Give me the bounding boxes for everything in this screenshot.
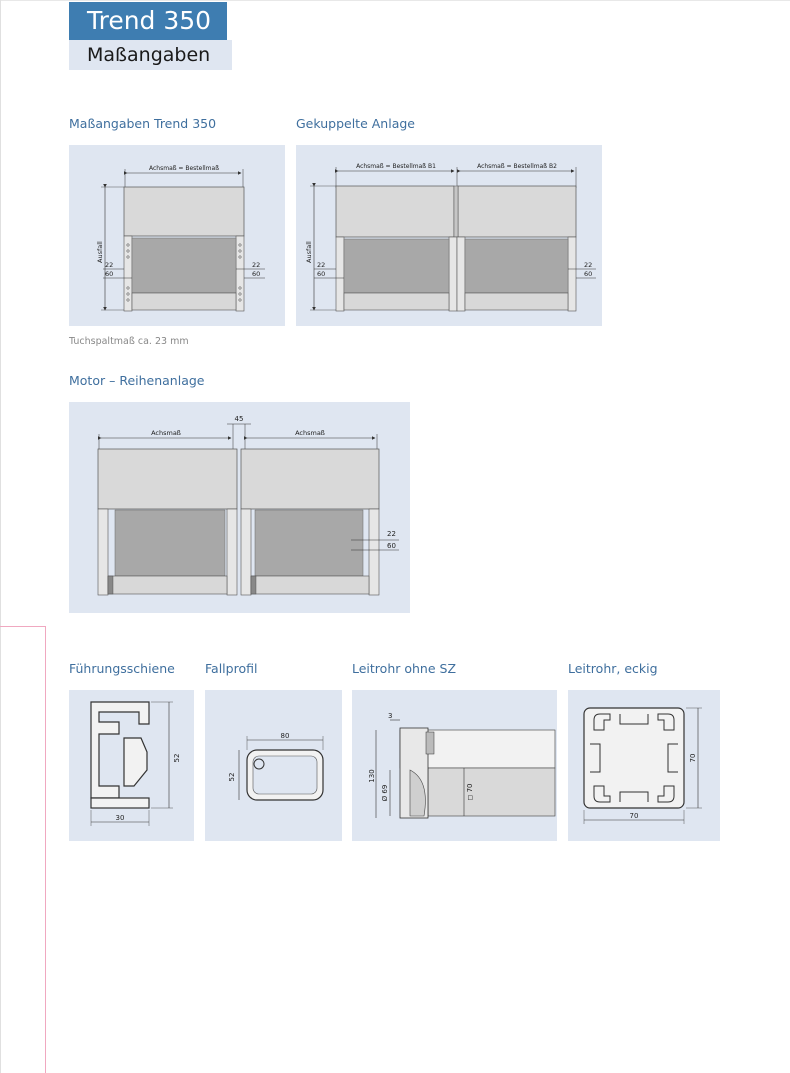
profile-eckig: 70 70 (568, 690, 720, 841)
left-border (0, 0, 1, 1073)
page-subtitle: Maßangaben (69, 40, 232, 70)
dim-achsmass-left: Achsmaß (151, 429, 181, 437)
heading-trend: Maßangaben Trend 350 (69, 116, 217, 131)
profile-leitrohr: 3 130 Ø 69 ◻ 70 (352, 690, 557, 841)
top-border (0, 0, 790, 1)
dim-ausfall-gek: Ausfall (305, 241, 313, 263)
dim-22-motor: 22 (387, 530, 396, 538)
diagram-trend: Achsmaß = Bestellmaß Ausfall 22 60 22 60 (69, 145, 285, 326)
dim-eckig-w: 70 (630, 812, 639, 820)
profile-fuehrung: 52 30 (69, 690, 194, 841)
dim-b2: Achsmaß = Bestellmaß B2 (477, 163, 557, 170)
dim-achsmass: Achsmaß = Bestellmaß (149, 165, 219, 172)
dim-60-right: 60 (252, 270, 260, 278)
diagram-motor: 45 Achsmaß Achsmaß 22 60 (69, 402, 410, 613)
dim-fall-h: 52 (228, 773, 236, 782)
dim-60-gek-left: 60 (317, 270, 325, 278)
dim-22-gek-right: 22 (584, 261, 592, 269)
dim-leitrohr-130: 130 (368, 769, 376, 782)
dim-60-gek-right: 60 (584, 270, 592, 278)
dim-leitrohr-69: Ø 69 (381, 785, 389, 802)
heading-fall: Fallprofil (205, 661, 258, 676)
page-title: Trend 350 (69, 2, 227, 40)
dim-60-left: 60 (105, 270, 113, 278)
dim-60-motor: 60 (387, 542, 396, 550)
dim-ausfall: Ausfall (96, 241, 104, 263)
dim-22-gek-left: 22 (317, 261, 325, 269)
margin-frame (0, 626, 46, 1073)
heading-gekuppelt: Gekuppelte Anlage (296, 116, 415, 131)
dim-achsmass-right: Achsmaß (295, 429, 325, 437)
heading-fuehrung: Führungsschiene (69, 661, 175, 676)
dim-22-right: 22 (252, 261, 260, 269)
dim-fuehrung-h: 52 (173, 754, 181, 763)
heading-motor: Motor – Reihenanlage (69, 373, 205, 388)
dim-22-left: 22 (105, 261, 113, 269)
dim-b1: Achsmaß = Bestellmaß B1 (356, 163, 436, 170)
dim-eckig-h: 70 (689, 754, 697, 763)
heading-leitrohr: Leitrohr ohne SZ (352, 661, 457, 676)
dim-45: 45 (235, 415, 244, 423)
dim-fuehrung-w: 30 (116, 814, 125, 822)
dim-leitrohr-3: 3 (388, 712, 392, 720)
dim-fall-w: 80 (281, 732, 290, 740)
dim-leitrohr-70: ◻ 70 (466, 784, 474, 801)
profile-fall: 80 52 (205, 690, 342, 841)
heading-eckig: Leitrohr, eckig (568, 661, 658, 676)
caption-tuchspalt: Tuchspaltmaß ca. 23 mm (69, 336, 189, 347)
diagram-gekuppelt: Achsmaß = Bestellmaß B1 Achsmaß = Bestel… (296, 145, 602, 326)
